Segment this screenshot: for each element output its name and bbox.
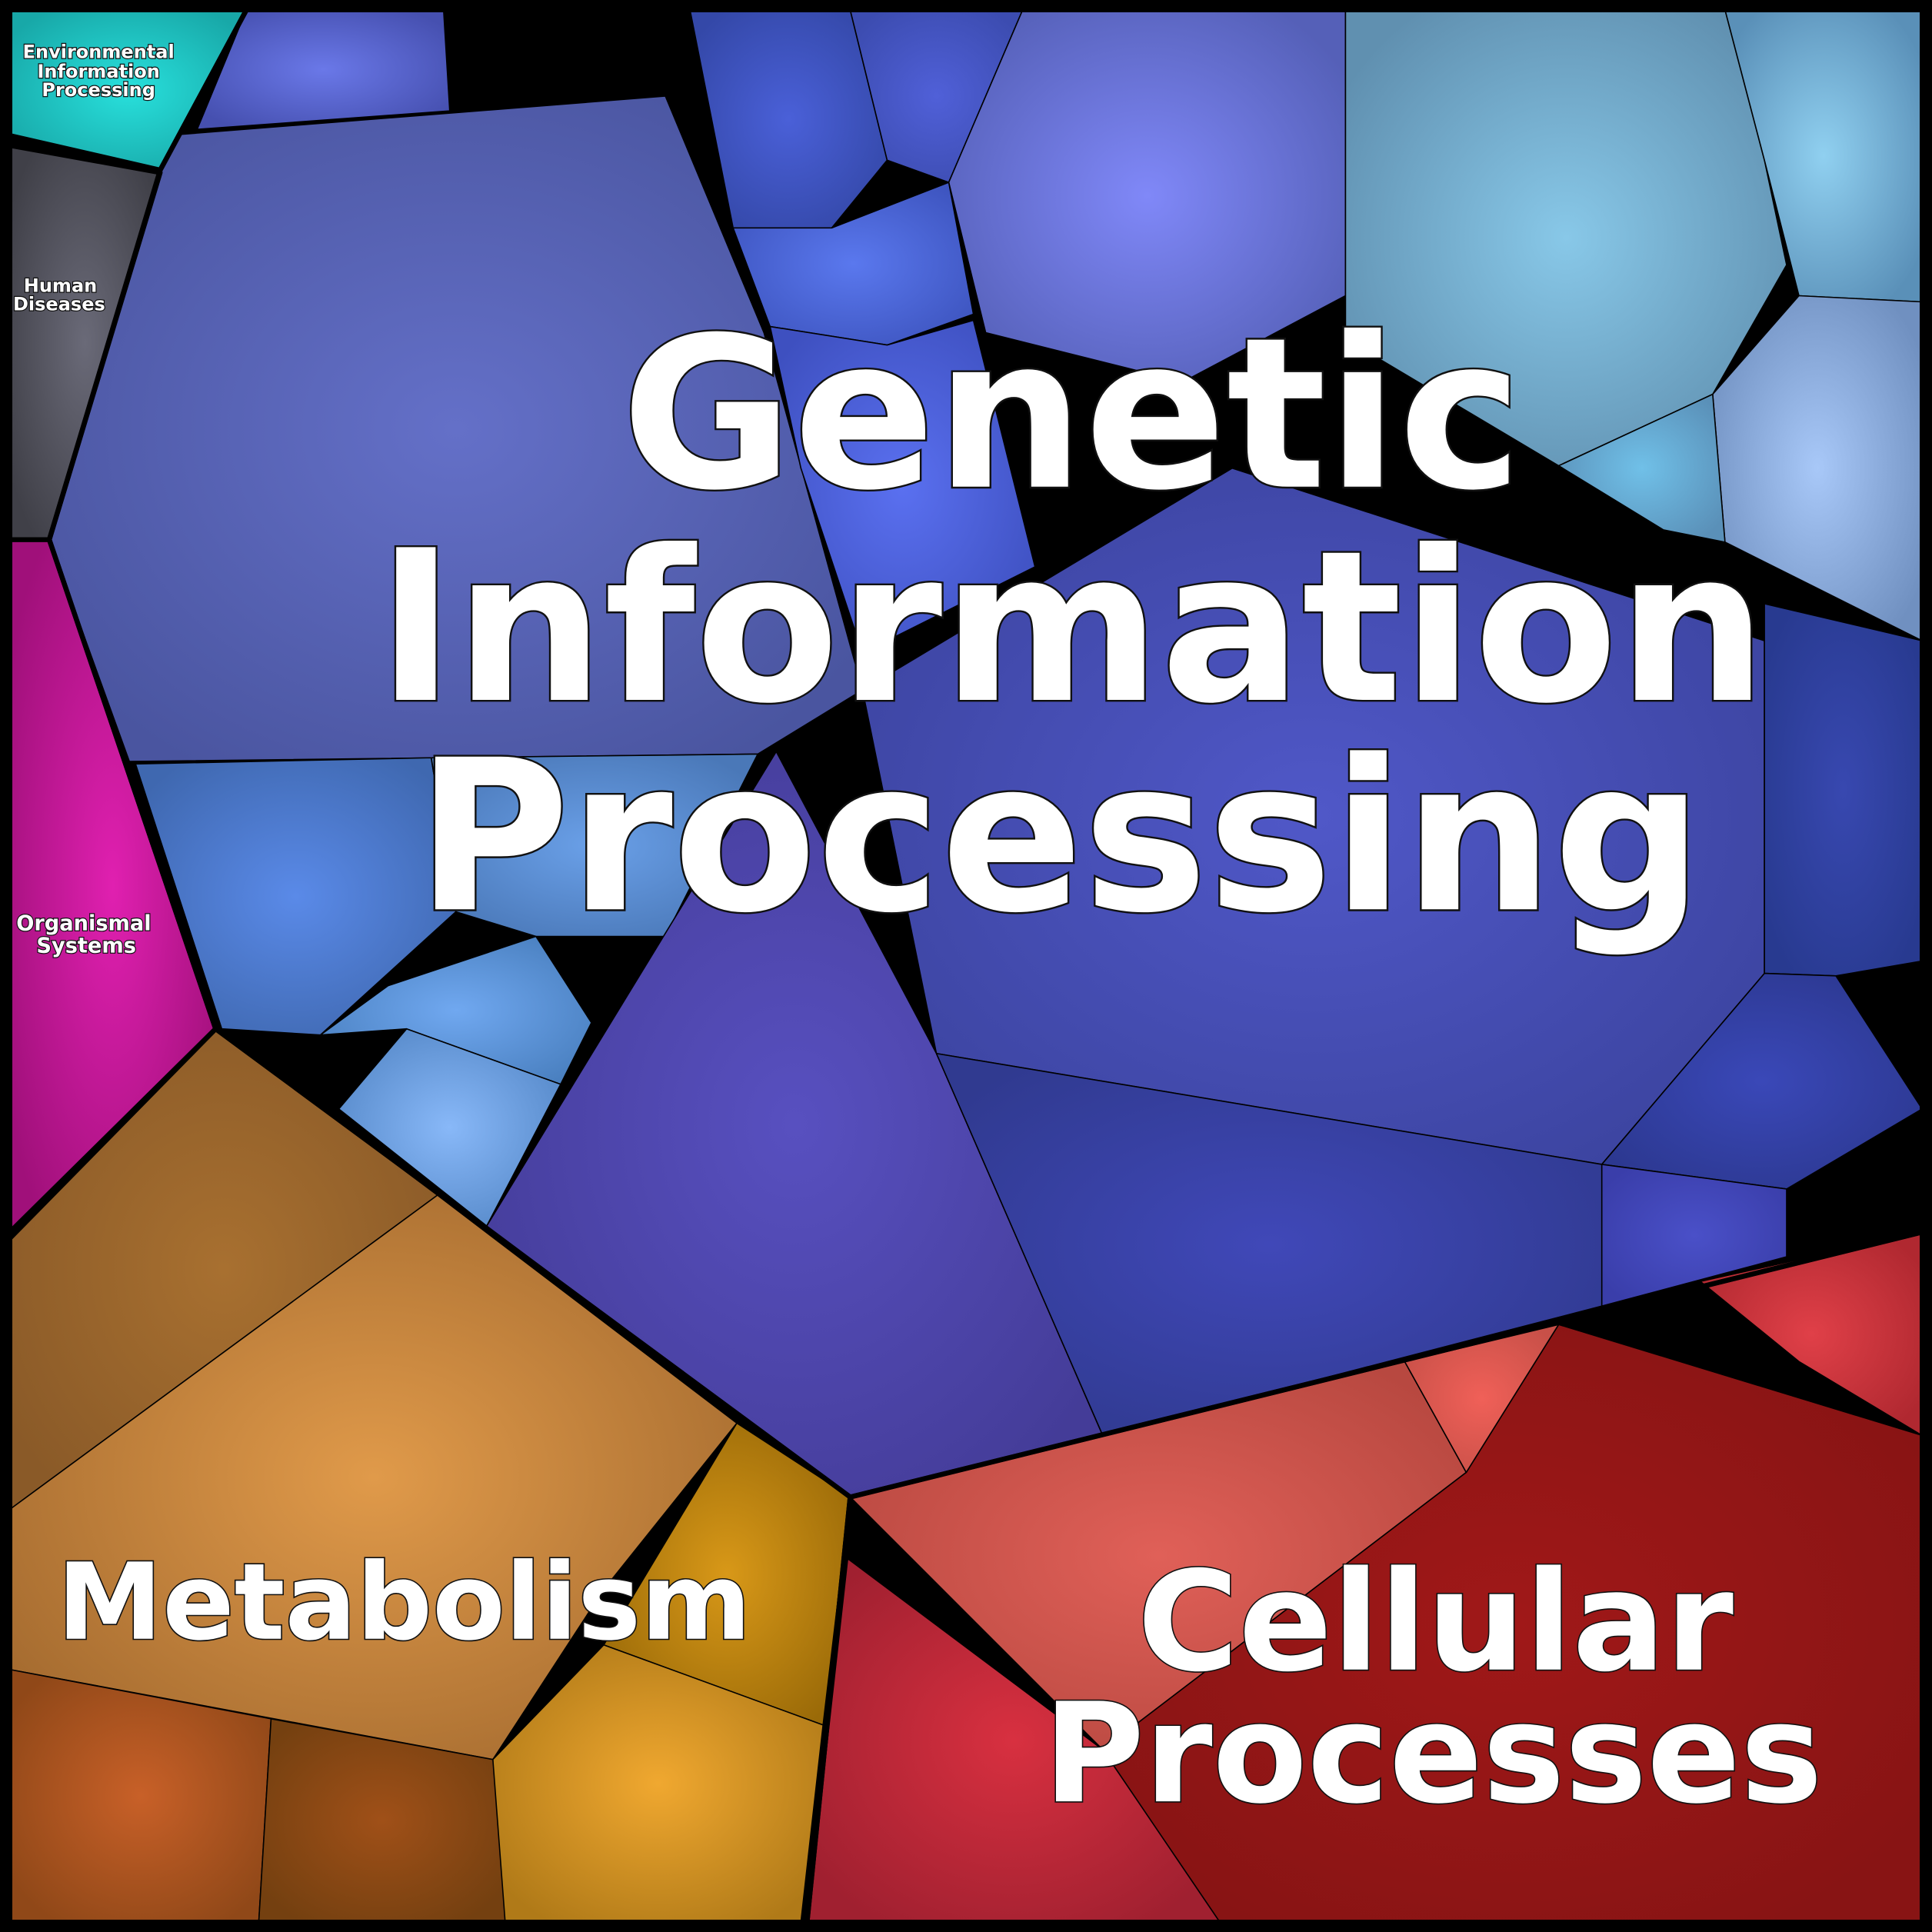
label-cellular-line2: Processes bbox=[1044, 1674, 1823, 1834]
label-organismal-line1: Organismal bbox=[16, 912, 151, 936]
sub-cell bbox=[135, 757, 457, 1036]
label-environmental-line1: Environmental bbox=[23, 41, 175, 62]
sub-cell bbox=[338, 1028, 561, 1227]
label-genetic-line3: Processing bbox=[416, 715, 1704, 959]
label-organismal-line2: Systems bbox=[36, 934, 136, 958]
label-human-line1: Human bbox=[24, 275, 98, 297]
sub-cell bbox=[935, 1052, 1603, 1437]
sub-cell bbox=[769, 319, 1036, 654]
label-environmental-line3: Processing bbox=[42, 79, 155, 101]
label-cellular-line1: Cellular bbox=[1138, 1542, 1734, 1703]
label-genetic-line2: Information bbox=[377, 506, 1767, 750]
sub-cell bbox=[1557, 393, 1726, 543]
label-metabolism: Metabolism bbox=[57, 1541, 751, 1664]
label-human-line2: Diseases bbox=[13, 294, 105, 315]
label-environmental-line2: Information bbox=[37, 61, 159, 82]
label-genetic-line1: Genetic bbox=[621, 293, 1523, 537]
sub-cell bbox=[430, 753, 759, 938]
sub-cell bbox=[1764, 603, 1923, 977]
